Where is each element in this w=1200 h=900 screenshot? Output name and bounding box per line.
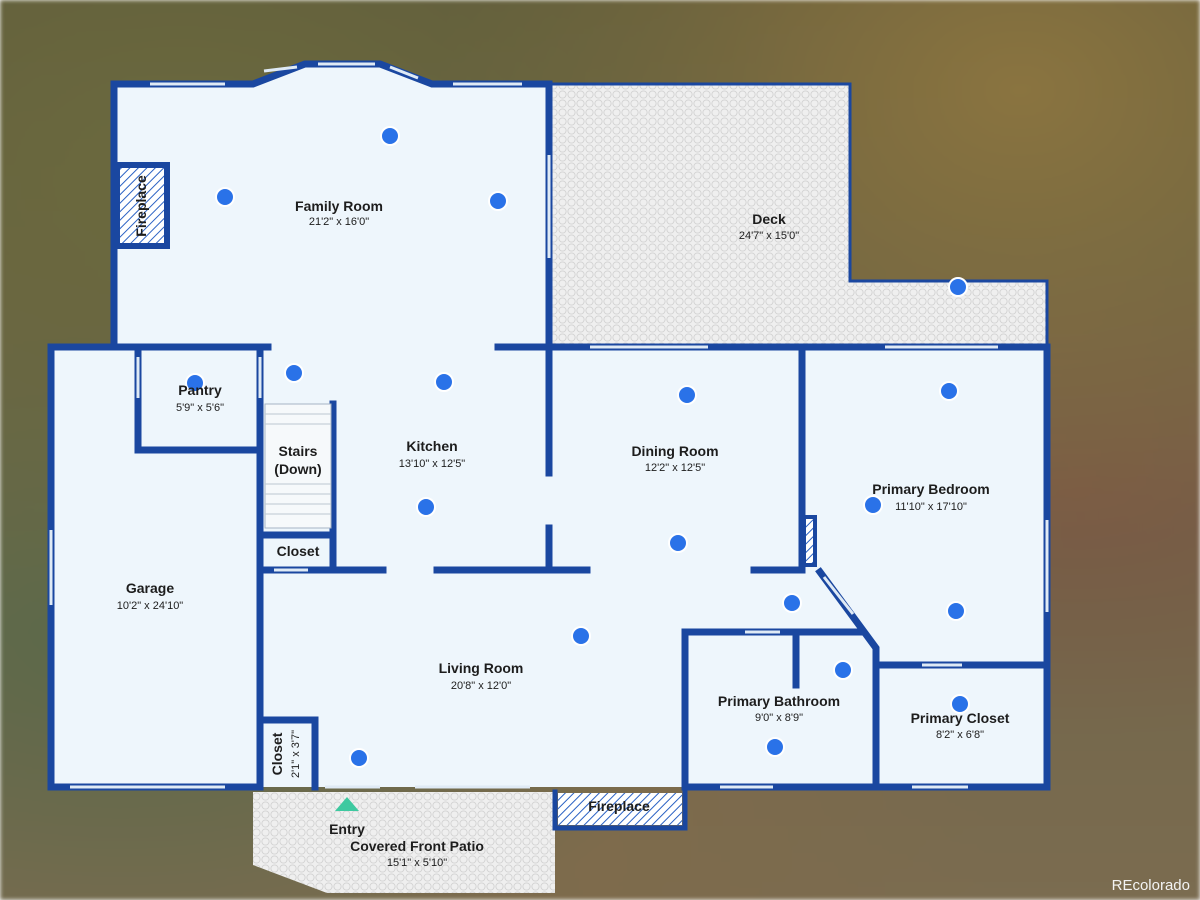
primary-bathroom-name: Primary Bathroom [718, 693, 840, 709]
marker-dot[interactable] [185, 373, 205, 393]
marker-dot[interactable] [833, 660, 853, 680]
patio-name: Covered Front Patio [350, 838, 484, 854]
marker-dot[interactable] [946, 601, 966, 621]
patio-dim: 15'1" x 5'10" [387, 857, 447, 869]
patio-area [253, 792, 555, 893]
marker-dot[interactable] [284, 363, 304, 383]
pantry-dim: 5'9" x 5'6" [176, 402, 224, 414]
windows [49, 62, 1049, 789]
fireplace-left-label: Fireplace [133, 175, 149, 237]
marker-dot[interactable] [863, 495, 883, 515]
marker-dot[interactable] [668, 533, 688, 553]
pantry-name: Pantry [178, 382, 222, 398]
marker-dot[interactable] [571, 626, 591, 646]
deck-dim: 24'7" x 15'0" [739, 230, 799, 242]
garage-name: Garage [126, 580, 174, 596]
stairs [264, 403, 332, 529]
deck-area [552, 84, 1047, 347]
marker-dot[interactable] [349, 748, 369, 768]
primary-closet-dim: 8'2" x 6'8" [936, 729, 984, 741]
small-closet-dim: 2'1" x 3'7" [290, 730, 302, 778]
marker-dot[interactable] [380, 126, 400, 146]
fireplace-bottom-hatch [558, 793, 682, 825]
fireplace-left-hatch [120, 168, 164, 243]
marker-dot[interactable] [765, 737, 785, 757]
stairs-sub-label: (Down) [274, 461, 321, 477]
stairs-label: Stairs [279, 443, 318, 459]
living-room-dim: 20'8" x 12'0" [451, 680, 511, 692]
marker-dot[interactable] [488, 191, 508, 211]
marker-dot[interactable] [948, 277, 968, 297]
family-room-name: Family Room [295, 198, 383, 214]
marker-dot[interactable] [950, 694, 970, 714]
marker-dot[interactable] [939, 381, 959, 401]
bedroom-hatch-inner [806, 519, 813, 563]
living-room-name: Living Room [439, 660, 524, 676]
small-closet-name: Closet [269, 732, 285, 775]
primary-closet-name: Primary Closet [911, 710, 1010, 726]
dining-room-dim: 12'2" x 12'5" [645, 462, 705, 474]
fireplace-bottom-label: Fireplace [588, 798, 650, 814]
deck-name: Deck [752, 211, 786, 227]
primary-bedroom-dim: 11'10" x 17'10" [895, 501, 967, 513]
primary-bathroom-dim: 9'0" x 8'9" [755, 712, 803, 724]
garage-dim: 10'2" x 24'10" [117, 600, 184, 612]
marker-dot[interactable] [782, 593, 802, 613]
markers [185, 126, 970, 768]
family-room-dim: 21'2" x 16'0" [309, 216, 369, 228]
entry-label: Entry [329, 821, 365, 837]
entry-icon[interactable] [335, 797, 359, 811]
marker-dot[interactable] [434, 372, 454, 392]
kitchen-dim: 13'10" x 12'5" [399, 458, 466, 470]
marker-dot[interactable] [677, 385, 697, 405]
watermark: REcolorado [1111, 877, 1190, 894]
marker-dot[interactable] [416, 497, 436, 517]
kitchen-name: Kitchen [406, 438, 457, 454]
primary-bedroom-name: Primary Bedroom [872, 481, 989, 497]
closet-label: Closet [277, 543, 320, 559]
marker-dot[interactable] [215, 187, 235, 207]
dining-room-name: Dining Room [631, 443, 718, 459]
